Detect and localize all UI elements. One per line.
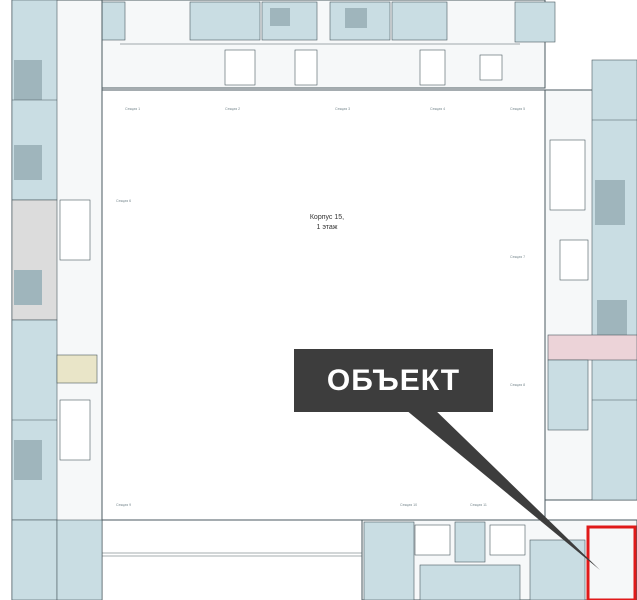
top-wing [54, 0, 556, 89]
section-label-10: Секция 10 [400, 503, 417, 507]
courtyard [101, 89, 546, 557]
section-label-11: Секция 11 [470, 503, 487, 507]
section-label-8: Секция 8 [510, 383, 525, 387]
right-wing [544, 59, 637, 501]
left-wing [11, 0, 103, 600]
section-label-6: Секция 6 [116, 199, 131, 203]
section-label-4: Секция 4 [430, 107, 445, 111]
callout-pointer [400, 405, 600, 570]
section-label-1: Секция 1 [125, 107, 140, 111]
building-floor-label: Корпус 15, 1 этаж [272, 213, 382, 233]
section-label-7: Секция 7 [510, 255, 525, 259]
building-label: Корпус 15, [309, 214, 345, 221]
section-label-5: Секция 5 [510, 107, 525, 111]
section-label-9: Секция 9 [116, 503, 131, 507]
object-callout: ОБЪЕКТ [294, 349, 493, 412]
section-label-3: Секция 3 [335, 107, 350, 111]
object-callout-text: ОБЪЕКТ [326, 363, 461, 397]
bottom-wing [361, 519, 637, 600]
section-label-2: Секция 2 [225, 107, 240, 111]
highlighted-unit [586, 525, 637, 600]
floor-label: 1 этаж [316, 224, 338, 231]
